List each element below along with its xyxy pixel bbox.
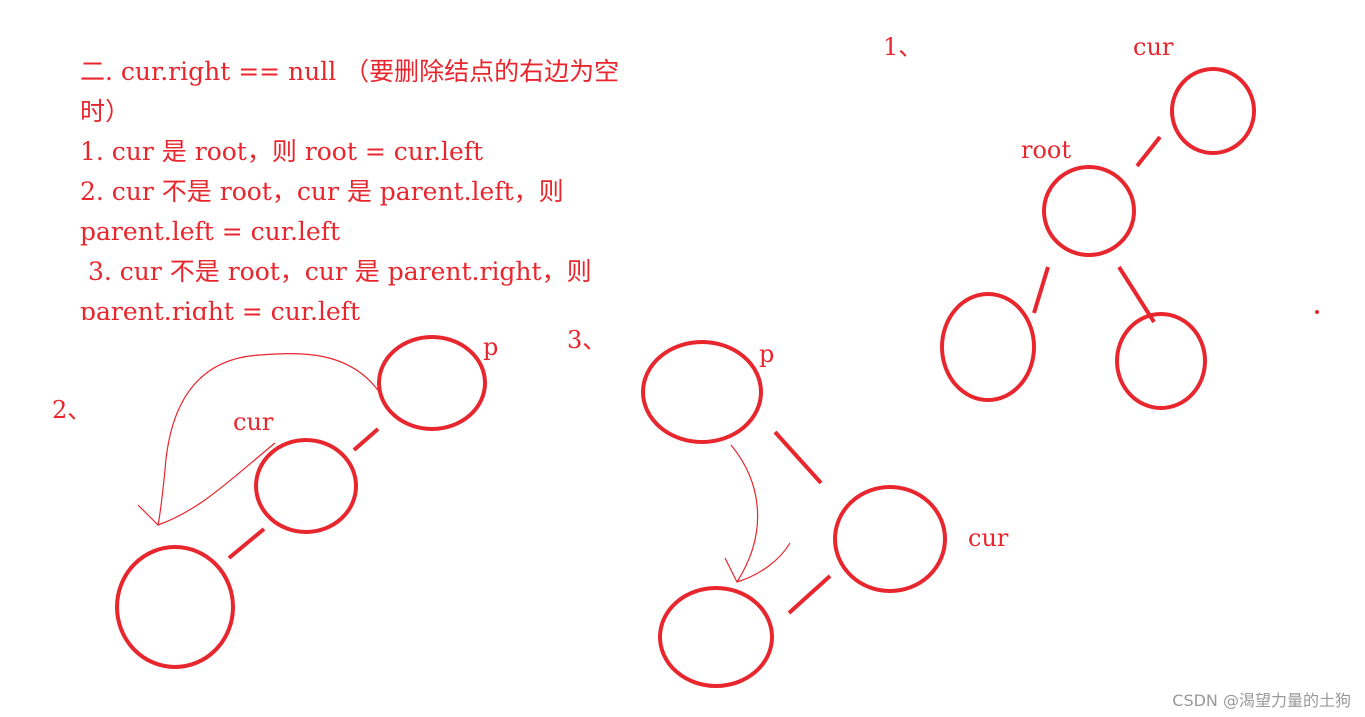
root-label: root — [1021, 136, 1071, 164]
node-child — [115, 545, 235, 669]
arrowhead — [137, 504, 159, 526]
edge — [787, 574, 832, 615]
diagram-number: 2、 — [52, 396, 91, 424]
dot — [1315, 310, 1319, 314]
node-right — [1115, 312, 1207, 410]
explanation-text: 二. cur.right == null （要删除结点的右边为空 时） 1. c… — [80, 52, 780, 320]
text-line: 二. cur.right == null （要删除结点的右边为空 — [80, 57, 620, 86]
cur-label: cur — [233, 408, 274, 436]
node-p — [641, 340, 763, 444]
cur-label: cur — [1133, 33, 1174, 61]
text-line: 3. cur 不是 root，cur 是 parent.right，则 — [80, 257, 592, 286]
text-line: 1. cur 是 root，则 root = cur.left — [80, 137, 484, 166]
node-cur — [254, 438, 358, 534]
text-line: 时） — [80, 97, 131, 126]
edge — [352, 427, 380, 452]
text-line: 2. cur 不是 root，cur 是 parent.left，则 — [80, 177, 564, 206]
text-line: parent.left = cur.left — [80, 217, 341, 246]
diagram-number: 3、 — [567, 326, 606, 354]
reassign-arrow — [157, 353, 381, 526]
p-label: p — [759, 340, 774, 368]
text-line: parent.right = cur.left — [80, 297, 361, 320]
node-child — [658, 586, 774, 688]
edge — [227, 527, 266, 560]
arrowhead — [724, 542, 791, 583]
node-cur — [833, 485, 947, 593]
edge — [1135, 135, 1162, 168]
edge — [1032, 266, 1050, 314]
watermark: CSDN @渴望力量的土狗 — [1172, 691, 1351, 710]
edge — [773, 430, 823, 485]
diagram-number: 1、 — [883, 33, 922, 61]
node-p — [377, 335, 487, 431]
p-label: p — [483, 333, 498, 361]
edge — [1117, 265, 1156, 324]
node-left — [940, 292, 1036, 402]
node-cur — [1170, 67, 1256, 155]
reassign-arrow — [730, 444, 759, 583]
node-root — [1042, 165, 1136, 257]
cur-label: cur — [968, 524, 1009, 552]
